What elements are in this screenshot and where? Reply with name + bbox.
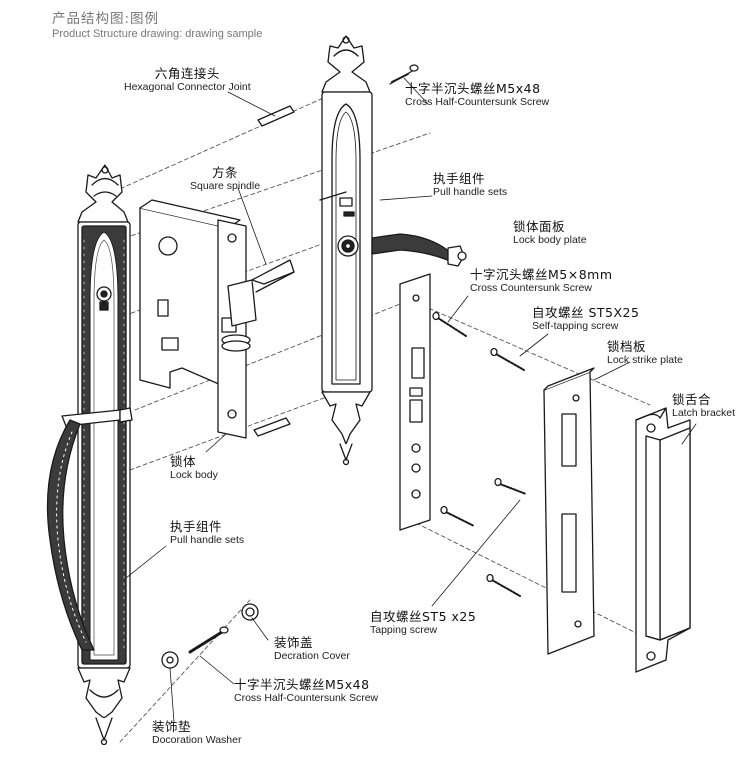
label-en: Square spindle bbox=[190, 180, 261, 193]
right-escutcheon-plate bbox=[319, 35, 373, 466]
label-decoration-washer: 装饰垫 Docoration Washer bbox=[152, 719, 242, 747]
label-en: Decration Cover bbox=[274, 650, 350, 663]
label-zh: 锁体 bbox=[170, 454, 197, 469]
label-zh: 执手组件 bbox=[433, 171, 486, 186]
label-zh: 锁舌合 bbox=[672, 392, 712, 407]
hex-connector-joints bbox=[253, 105, 295, 437]
label-zh: 六角连接头 bbox=[154, 66, 220, 81]
label-zh: 自攻螺丝 ST5X25 bbox=[532, 305, 640, 320]
lock-body bbox=[139, 199, 251, 439]
left-escutcheon-plate bbox=[77, 164, 131, 746]
label-pull-handle-top: 执手组件 Pull handle sets bbox=[433, 171, 508, 199]
label-en: Docoration Washer bbox=[152, 734, 242, 747]
label-en: Hexagonal Connector Joint bbox=[124, 81, 251, 94]
header-title-en: Product Structure drawing: drawing sampl… bbox=[52, 27, 263, 40]
label-zh: 自攻螺丝ST5 x25 bbox=[370, 609, 477, 624]
latch-bracket bbox=[635, 407, 691, 673]
label-en: Cross Countersunk Screw bbox=[470, 282, 592, 295]
leader-lines bbox=[125, 77, 697, 723]
label-tapping-screw: 自攻螺丝ST5 x25 Tapping screw bbox=[370, 609, 477, 637]
lock-strike-plate bbox=[543, 367, 595, 655]
label-en: Latch bracket bbox=[672, 407, 736, 420]
screw-bottom bbox=[188, 626, 229, 654]
label-en: Pull handle sets bbox=[433, 186, 508, 199]
label-en: Cross Half-Countersunk Screw bbox=[405, 96, 550, 109]
label-square-spindle: 方条 Square spindle bbox=[190, 165, 261, 193]
label-en: Pull handle sets bbox=[170, 534, 245, 547]
label-zh: 执手组件 bbox=[170, 519, 223, 534]
label-en: Lock body plate bbox=[513, 234, 587, 247]
label-zh: 装饰盖 bbox=[274, 635, 314, 650]
label-en: Cross Half-Countersunk Screw bbox=[234, 692, 379, 705]
header-title-zh: 产品结构图:图例 bbox=[52, 11, 160, 27]
label-lock-body: 锁体 Lock body bbox=[170, 454, 218, 482]
label-zh: 锁档板 bbox=[607, 339, 647, 354]
label-pull-handle-bottom: 执手组件 Pull handle sets bbox=[170, 519, 245, 547]
label-screw-top: 十字半沉头螺丝M5x48 Cross Half-Countersunk Scre… bbox=[405, 81, 550, 109]
decoration-cover bbox=[241, 603, 259, 621]
decoration-washer bbox=[161, 651, 179, 669]
screw-top bbox=[389, 64, 419, 85]
label-zh: 十字沉头螺丝M5×8mm bbox=[470, 267, 613, 282]
screws-middle bbox=[432, 311, 527, 597]
square-spindle bbox=[227, 259, 295, 327]
label-hex-connector: 六角连接头 Hexagonal Connector Joint bbox=[124, 66, 251, 94]
label-latch-bracket: 锁舌合 Latch bracket bbox=[672, 392, 736, 420]
label-decoration-cover: 装饰盖 Decration Cover bbox=[274, 635, 350, 663]
label-en: Self-tapping screw bbox=[532, 320, 619, 333]
right-lever-handle bbox=[371, 233, 467, 267]
label-zh: 锁体面板 bbox=[513, 219, 566, 234]
lock-body-plate bbox=[399, 273, 431, 531]
label-screw-bottom: 十字半沉头螺丝M5x48 Cross Half-Countersunk Scre… bbox=[234, 677, 379, 705]
label-en: Lock strike plate bbox=[607, 354, 683, 367]
label-zh: 十字半沉头螺丝M5x48 bbox=[234, 677, 370, 692]
label-en: Lock body bbox=[170, 469, 218, 482]
label-zh: 装饰垫 bbox=[152, 719, 192, 734]
label-lock-body-plate: 锁体面板 Lock body plate bbox=[513, 219, 587, 247]
label-zh: 十字半沉头螺丝M5x48 bbox=[405, 81, 541, 96]
label-zh: 方条 bbox=[212, 165, 239, 180]
label-lock-strike-plate: 锁档板 Lock strike plate bbox=[607, 339, 683, 367]
label-en: Tapping screw bbox=[370, 624, 438, 637]
label-countersunk-screw: 十字沉头螺丝M5×8mm Cross Countersunk Screw bbox=[470, 267, 613, 295]
left-pull-handle bbox=[46, 407, 133, 651]
page-header: 产品结构图:图例 Product Structure drawing: draw… bbox=[52, 11, 263, 40]
label-self-tapping-screw: 自攻螺丝 ST5X25 Self-tapping screw bbox=[532, 305, 640, 333]
